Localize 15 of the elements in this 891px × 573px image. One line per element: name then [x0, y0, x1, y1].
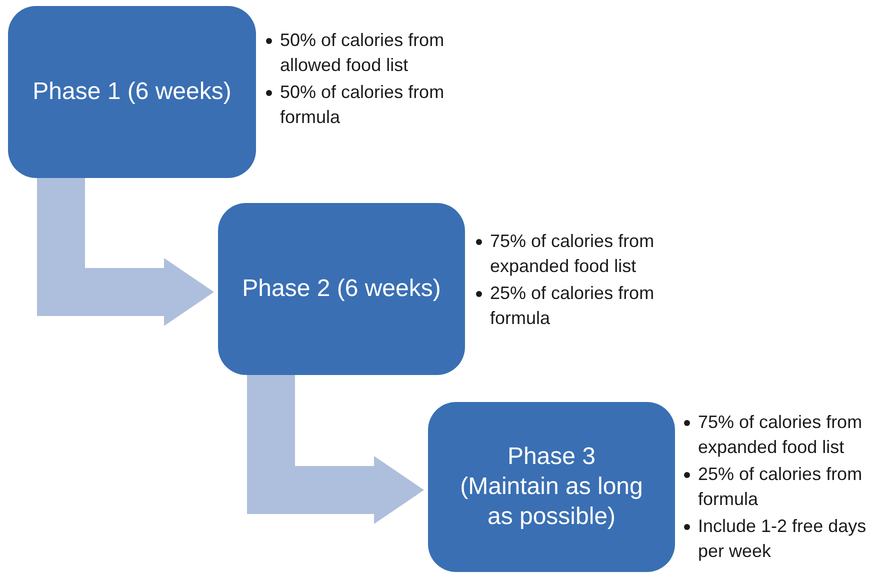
bent-arrow	[37, 178, 214, 326]
bent-arrow	[247, 375, 424, 524]
phase-box	[428, 402, 675, 572]
phase-title: Phase 1 (6 weeks)	[32, 77, 232, 107]
bullet-text: 25% of calories from formula	[698, 463, 864, 511]
phase-title: Phase 3 (Maintain as long as possible)	[459, 442, 644, 532]
phase-box	[8, 6, 256, 178]
bullet-text: 50% of calories from allowed food list	[280, 29, 446, 77]
bullet-text: 25% of calories from formula	[490, 282, 656, 330]
bullet-text: 75% of calories from expanded food list	[490, 230, 656, 278]
bullet-text: 75% of calories from expanded food list	[698, 411, 864, 459]
phase-title: Phase 2 (6 weeks)	[242, 274, 441, 304]
bullet-text: 50% of calories from formula	[280, 81, 446, 129]
phase-box	[218, 203, 465, 375]
bullet-text: Include 1-2 free days per week	[698, 515, 868, 563]
